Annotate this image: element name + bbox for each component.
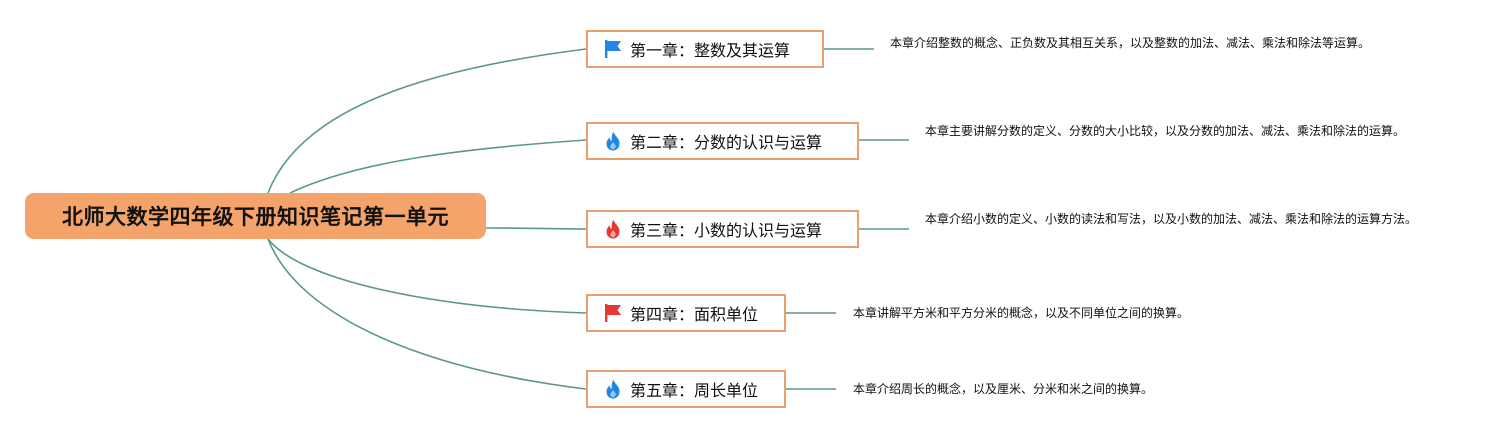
root-topic[interactable]: 北师大数学四年级下册知识笔记第一单元 bbox=[25, 193, 486, 239]
branch-connector-5 bbox=[267, 238, 587, 390]
chapter-node-1[interactable]: 第一章：整数及其运算 bbox=[586, 30, 824, 68]
chapter-description-3: 本章介绍小数的定义、小数的读法和写法，以及小数的加法、减法、乘法和除法的运算方法… bbox=[925, 212, 1418, 226]
fire-icon bbox=[602, 218, 624, 240]
chapter-node-5[interactable]: 第五章：周长单位 bbox=[586, 370, 786, 408]
branch-connector-3 bbox=[485, 227, 587, 230]
branch-connector-2 bbox=[289, 139, 587, 194]
chapter-node-4[interactable]: 第四章：面积单位 bbox=[586, 294, 786, 332]
chapter-label: 第五章：周长单位 bbox=[630, 381, 759, 400]
flag-icon bbox=[602, 38, 624, 60]
chapter-label: 第三章：小数的认识与运算 bbox=[630, 221, 823, 240]
chapter-label: 第一章：整数及其运算 bbox=[630, 41, 791, 60]
chapter-label: 第二章：分数的认识与运算 bbox=[630, 133, 823, 152]
chapter-description-1: 本章介绍整数的概念、正负数及其相互关系，以及整数的加法、减法、乘法和除法等运算。 bbox=[890, 36, 1371, 50]
fire-icon bbox=[602, 378, 624, 400]
branch-connector-1 bbox=[267, 48, 587, 194]
chapter-description-2: 本章主要讲解分数的定义、分数的大小比较，以及分数的加法、减法、乘法和除法的运算。 bbox=[925, 124, 1406, 138]
root-topic-label: 北师大数学四年级下册知识笔记第一单元 bbox=[62, 205, 449, 229]
chapter-node-3[interactable]: 第三章：小数的认识与运算 bbox=[586, 210, 859, 248]
branch-connector-4 bbox=[267, 238, 587, 314]
chapter-description-5: 本章介绍周长的概念，以及厘米、分米和米之间的换算。 bbox=[853, 382, 1154, 396]
chapter-description-5-4: 本章讲解平方米和平方分米的概念，以及不同单位之间的换算。 bbox=[853, 306, 1190, 320]
fire-icon bbox=[602, 130, 624, 152]
chapter-label: 第四章：面积单位 bbox=[630, 305, 759, 324]
flag-icon bbox=[602, 302, 624, 324]
chapter-node-2[interactable]: 第二章：分数的认识与运算 bbox=[586, 122, 859, 160]
